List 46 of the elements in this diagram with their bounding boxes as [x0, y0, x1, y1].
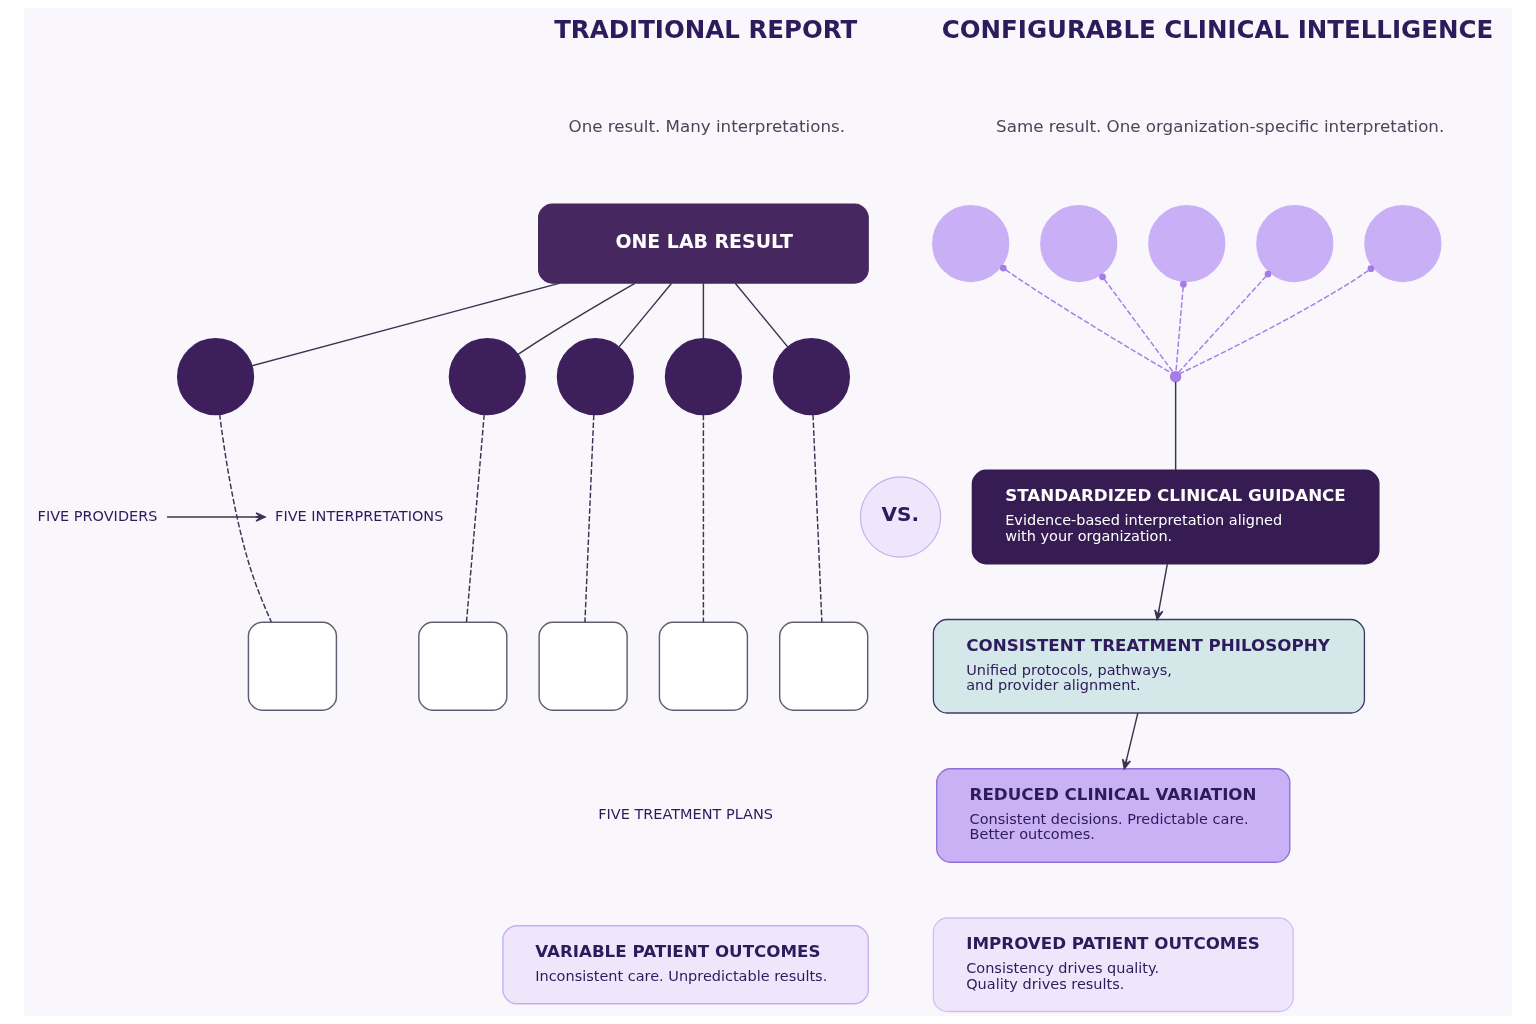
node-text: FIVE INTERPRETATIONS: [275, 507, 444, 524]
connector: [465, 413, 485, 623]
connector: [1174, 381, 1177, 471]
node-circle: [1256, 205, 1334, 283]
connector: [218, 413, 273, 623]
connector: [1099, 273, 1174, 373]
node-circle: [772, 338, 851, 416]
label: CONFIGURABLE CLINICAL INTELLIGENCE: [941, 14, 1494, 44]
connector: [1177, 270, 1272, 374]
connector: [618, 282, 673, 348]
connector: [734, 282, 789, 348]
node-box: IMPROVED PATIENT OUTCOMES Consistency drives quality. Quality drives results.: [932, 917, 1294, 1013]
connector: [702, 282, 705, 340]
label: FIVE TREATMENT PLANS: [598, 806, 773, 823]
arrow: [1121, 712, 1139, 770]
node-circle: [664, 338, 742, 416]
node-circle: [556, 338, 634, 416]
node-box: [538, 621, 628, 711]
node-box: VARIABLE PATIENT OUTCOMES Inconsistent care. Unpredictable results.: [502, 925, 869, 1005]
node-box: STANDARDIZED CLINICAL GUIDANCE Evidence-based interpretation aligned with your organization.: [971, 469, 1380, 565]
node-circle: VS.: [859, 476, 942, 558]
node-box: [778, 621, 869, 711]
node-box: [658, 621, 749, 711]
connector: [999, 264, 1173, 375]
label: One result. Many interpretations.: [568, 116, 845, 137]
arrow: [166, 512, 266, 522]
node-box: [247, 621, 338, 711]
node-box: CONSISTENT TREATMENT PHILOSOPHY Unified protocols, pathways, and provider alignment.: [932, 618, 1366, 714]
node-circle: [176, 338, 255, 416]
node-box: [418, 621, 508, 711]
connector: [1179, 265, 1375, 375]
connector: [251, 282, 561, 367]
connector: [702, 414, 705, 623]
node-text: FIVE PROVIDERS: [37, 507, 158, 524]
label: TRADITIONAL REPORT: [554, 14, 858, 44]
connector: [584, 414, 595, 623]
node-box: ONE LAB RESULT: [538, 203, 869, 284]
connector: [517, 282, 636, 356]
connector: [812, 414, 823, 623]
connector: [1175, 280, 1187, 373]
node-circle: [1148, 205, 1226, 283]
node-box: REDUCED CLINICAL VARIATION Consistent decisions. Predictable care. Better outcomes.: [936, 768, 1291, 863]
arrow: [1154, 563, 1169, 621]
label: Same result. One organization-specific interpretation.: [996, 116, 1445, 137]
node-circle: [448, 338, 526, 416]
node-circle: [1169, 370, 1182, 383]
